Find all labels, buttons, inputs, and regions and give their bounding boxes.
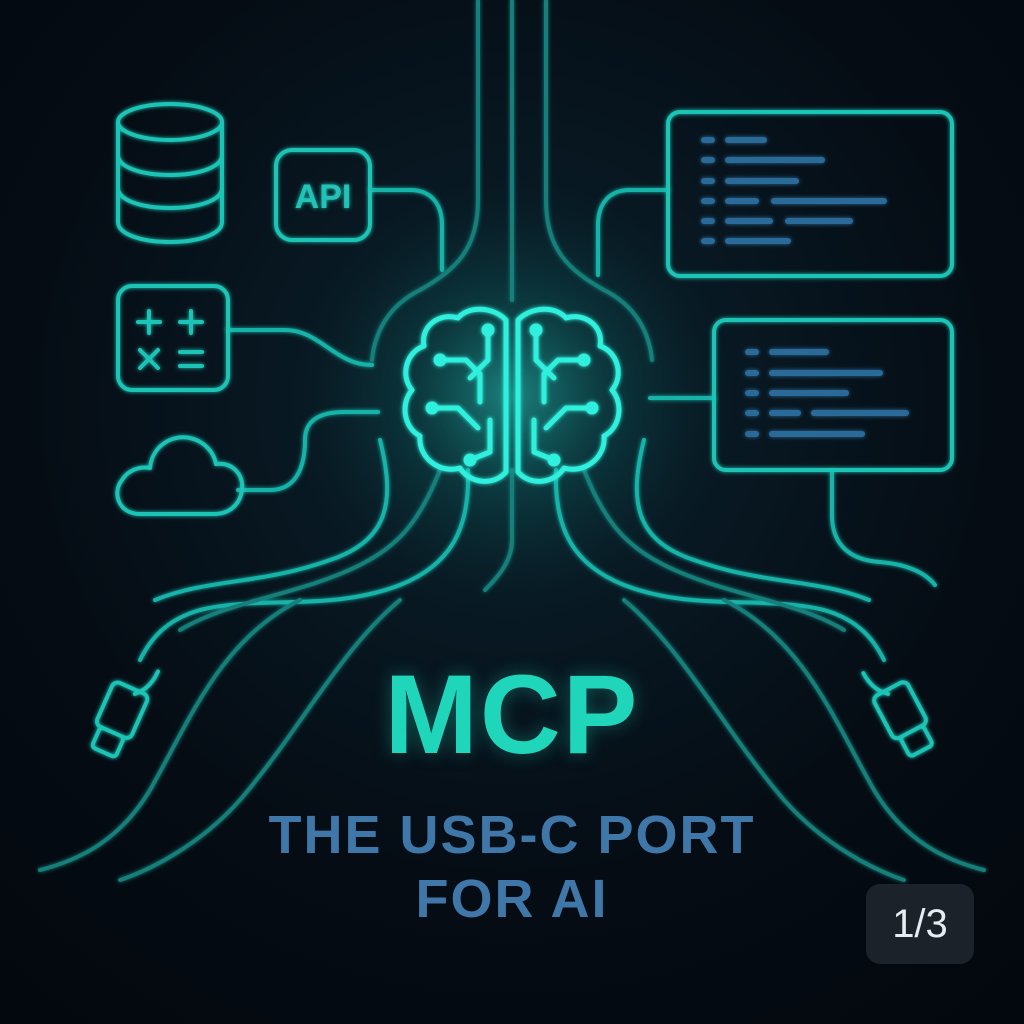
connection-lines — [38, 0, 986, 882]
code-window-icon — [712, 318, 954, 472]
api-icon: API — [274, 148, 372, 242]
subtitle: THE USB-C PORT FOR AI — [0, 803, 1024, 931]
calculator-icon — [116, 284, 230, 392]
usb-c-plug-icon — [90, 669, 160, 759]
cloud-icon — [115, 435, 245, 516]
subtitle-line-2: FOR AI — [415, 869, 609, 929]
brain-icon — [402, 306, 622, 484]
page-title: MCP — [384, 652, 640, 777]
brain-glow — [302, 185, 722, 605]
subtitle-line-1: THE USB-C PORT — [268, 805, 756, 865]
page-indicator-badge: 1/3 — [866, 884, 974, 964]
api-label: API — [295, 178, 352, 216]
usb-c-plug-icon — [861, 671, 934, 758]
database-icon — [116, 102, 224, 244]
code-window-icon — [666, 110, 954, 278]
